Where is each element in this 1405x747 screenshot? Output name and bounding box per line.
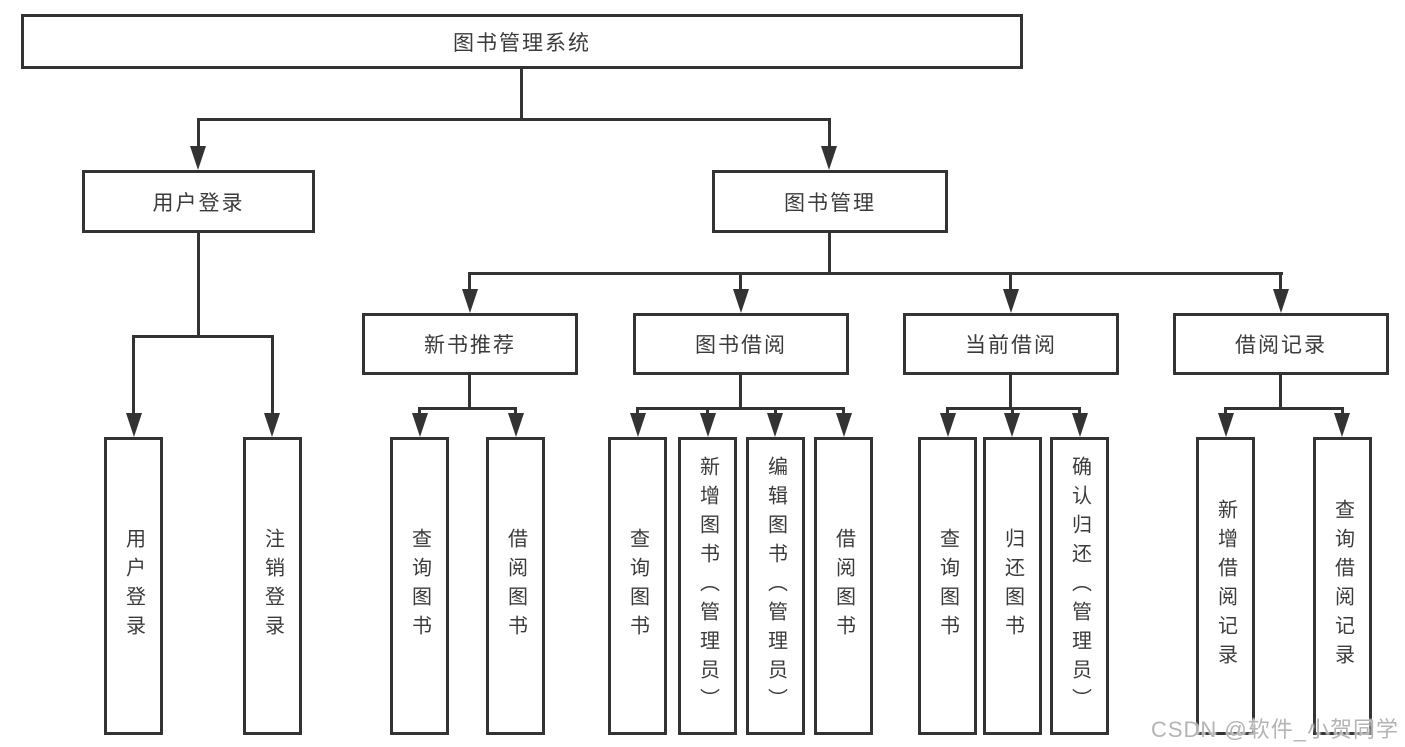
watermark: CSDN @软件_小贺同学	[1150, 717, 1399, 742]
node-book-borrowing: 图书借阅	[633, 313, 849, 375]
connector-vline	[520, 69, 523, 118]
leaf-add-borrow-record: 新增借阅记录	[1196, 437, 1255, 735]
leaf-logout-login: 注销登录	[243, 437, 302, 735]
connector-vline	[774, 407, 777, 417]
leaf-edit-books-admin: 编辑图书（管理员）	[746, 437, 805, 735]
leaf-label: 确认归还（管理员）	[1068, 455, 1091, 717]
node-book-management: 图书管理	[712, 170, 948, 233]
leaf-label: 查询图书	[936, 528, 959, 644]
connector-vline	[706, 407, 709, 417]
leaf-label: 归还图书	[1001, 528, 1024, 644]
connector-hline	[132, 335, 274, 338]
connector-vline	[946, 407, 949, 417]
leaf-query-books-recommend: 查询图书	[390, 437, 449, 735]
leaf-label: 借阅图书	[832, 528, 855, 644]
leaf-label: 新增图书（管理员）	[696, 455, 719, 717]
connector-vline	[197, 233, 200, 335]
connector-hline	[1224, 407, 1344, 410]
arrowhead-down-icon	[1218, 413, 1234, 437]
connector-vline	[739, 375, 742, 407]
connector-hline	[418, 407, 517, 410]
connector-hline	[636, 407, 845, 410]
arrowhead-down-icon	[126, 413, 142, 437]
connector-vline	[1011, 407, 1014, 417]
node-new-book-recommendation: 新书推荐	[362, 313, 578, 375]
connector-vline	[1279, 272, 1282, 293]
leaf-label: 新增借阅记录	[1214, 499, 1237, 673]
connector-vline	[468, 272, 471, 293]
arrowhead-down-icon	[700, 413, 716, 437]
leaf-add-books-admin: 新增图书（管理员）	[678, 437, 737, 735]
connector-vline	[828, 233, 831, 272]
leaf-label: 用户登录	[122, 528, 145, 644]
connector-hline	[197, 118, 831, 121]
leaf-label: 编辑图书（管理员）	[764, 455, 787, 717]
leaf-label: 查询图书	[408, 528, 431, 644]
node-library-management-system: 图书管理系统	[21, 14, 1023, 69]
leaf-borrow-books-recommend: 借阅图书	[486, 437, 545, 735]
arrowhead-down-icon	[190, 146, 206, 170]
arrowhead-down-icon	[508, 413, 524, 437]
connector-vline	[132, 335, 135, 415]
connector-vline	[1224, 407, 1227, 417]
arrowhead-down-icon	[821, 146, 837, 170]
connector-vline	[636, 407, 639, 417]
arrowhead-down-icon	[1273, 289, 1289, 313]
leaf-label: 查询图书	[626, 528, 649, 644]
connector-vline	[1078, 407, 1081, 417]
node-current-borrowing: 当前借阅	[903, 313, 1119, 375]
connector-vline	[418, 407, 421, 417]
connector-vline	[828, 118, 831, 150]
leaf-confirm-return-admin: 确认归还（管理员）	[1050, 437, 1109, 735]
leaf-query-books-current: 查询图书	[918, 437, 977, 735]
connector-vline	[514, 407, 517, 417]
connector-vline	[197, 118, 200, 150]
arrowhead-down-icon	[733, 289, 749, 313]
connector-vline	[1279, 375, 1282, 407]
arrowhead-down-icon	[412, 413, 428, 437]
leaf-label: 注销登录	[261, 528, 284, 644]
arrowhead-down-icon	[1003, 289, 1019, 313]
leaf-label: 借阅图书	[504, 528, 527, 644]
arrowhead-down-icon	[264, 413, 280, 437]
connector-vline	[842, 407, 845, 417]
arrowhead-down-icon	[630, 413, 646, 437]
leaf-user-login: 用户登录	[104, 437, 163, 735]
node-borrowing-records: 借阅记录	[1173, 313, 1389, 375]
node-user-login-branch: 用户登录	[82, 170, 315, 233]
connector-vline	[739, 272, 742, 293]
leaf-query-books-borrowing: 查询图书	[608, 437, 667, 735]
arrowhead-down-icon	[1072, 413, 1088, 437]
connector-vline	[1341, 407, 1344, 417]
arrowhead-down-icon	[1334, 413, 1350, 437]
leaf-borrow-books-borrowing: 借阅图书	[814, 437, 873, 735]
leaf-return-books: 归还图书	[983, 437, 1042, 735]
arrowhead-down-icon	[1004, 413, 1020, 437]
leaf-query-borrow-record: 查询借阅记录	[1313, 437, 1372, 735]
connector-vline	[1009, 375, 1012, 407]
arrowhead-down-icon	[767, 413, 783, 437]
connector-vline	[468, 375, 471, 407]
arrowhead-down-icon	[940, 413, 956, 437]
connector-vline	[271, 335, 274, 415]
connector-vline	[1009, 272, 1012, 293]
arrowhead-down-icon	[836, 413, 852, 437]
connector-hline	[468, 272, 1283, 275]
leaf-label: 查询借阅记录	[1331, 499, 1354, 673]
arrowhead-down-icon	[462, 289, 478, 313]
